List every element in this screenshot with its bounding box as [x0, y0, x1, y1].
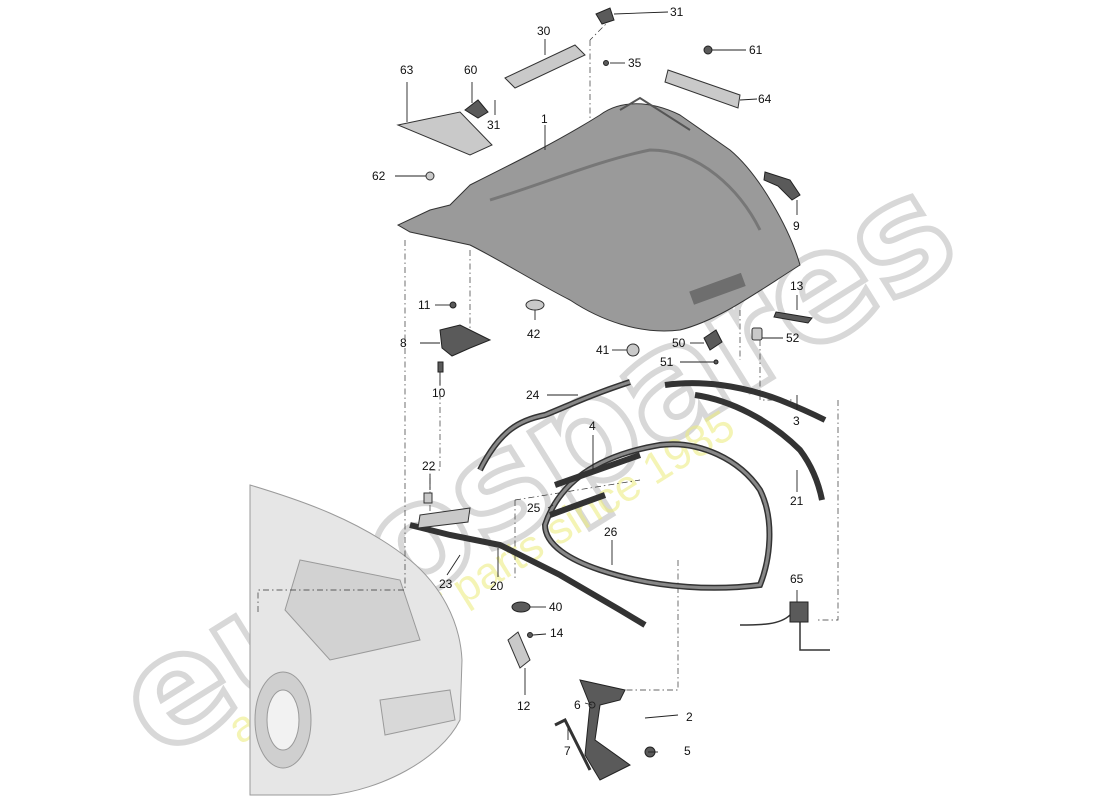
part-50-striker — [703, 329, 723, 351]
callout-42: 42 — [527, 327, 541, 341]
callout-50: 50 — [672, 336, 686, 350]
callout-4: 4 — [589, 419, 596, 433]
part-3-rail — [664, 380, 827, 423]
part-30-strip — [504, 44, 586, 89]
part-23-bracket — [417, 507, 471, 529]
part-9-hinge — [763, 171, 801, 201]
callout-52: 52 — [786, 331, 800, 345]
callout-60: 60 — [464, 63, 478, 77]
callout-10: 10 — [432, 386, 446, 400]
callout-24: 24 — [526, 388, 540, 402]
part-12-bracket — [507, 631, 531, 669]
part-65-harness — [739, 614, 830, 651]
callout-9: 9 — [793, 219, 800, 233]
callout-26: 26 — [604, 525, 618, 539]
trunk-lid-panel — [396, 96, 801, 332]
part-20-seal — [409, 522, 647, 628]
part-11-screw — [449, 301, 457, 309]
callout-6: 6 — [574, 698, 581, 712]
callout-64: 64 — [758, 92, 772, 106]
callout-23: 23 — [439, 577, 453, 591]
part-35-screw — [603, 60, 609, 66]
part-25-strip — [548, 492, 607, 518]
callout-30: 30 — [537, 24, 551, 38]
callout-11: 11 — [418, 298, 431, 312]
part-65-module — [789, 601, 809, 623]
callout-31-top: 31 — [670, 5, 684, 19]
callout-35: 35 — [628, 56, 642, 70]
callout-2: 2 — [686, 710, 693, 724]
part-7-gas-strut — [554, 717, 592, 771]
callout-25: 25 — [527, 501, 541, 515]
part-41-buffer — [626, 343, 640, 357]
part-22-clip — [423, 492, 433, 504]
part-10-bolt — [437, 361, 444, 373]
callout-1: 1 — [541, 112, 548, 126]
leader-lines — [395, 11, 798, 753]
part-13-wire — [773, 311, 813, 324]
callout-41: 41 — [596, 343, 610, 357]
part-51-screw — [713, 359, 719, 365]
callout-7: 7 — [564, 744, 571, 758]
part-21-seal — [694, 392, 825, 501]
part-63-trim — [396, 111, 493, 156]
part-42-cap — [525, 299, 545, 311]
part-64-trim — [664, 69, 741, 109]
part-52-bump-stop — [751, 327, 763, 341]
callout-5: 5 — [684, 744, 691, 758]
callout-14: 14 — [550, 626, 564, 640]
callout-61: 61 — [749, 43, 763, 57]
callout-65: 65 — [790, 572, 804, 586]
callout-51: 51 — [660, 355, 674, 369]
part-61-clip — [703, 45, 713, 55]
callout-12: 12 — [517, 699, 531, 713]
callout-62: 62 — [372, 169, 386, 183]
car-rear-illustration — [249, 484, 463, 796]
callout-13: 13 — [790, 279, 804, 293]
callout-31-side: 31 — [487, 118, 501, 132]
callout-22: 22 — [422, 459, 436, 473]
part-14-screw — [527, 632, 533, 638]
callout-8: 8 — [400, 336, 407, 350]
callout-3: 3 — [793, 414, 800, 428]
part-4-strip — [554, 452, 641, 488]
part-62-plug — [425, 171, 435, 181]
assembly-lines — [257, 17, 839, 691]
part-31-clip — [595, 7, 615, 25]
part-60-bracket — [464, 99, 489, 119]
part-40-plug — [511, 601, 531, 613]
callout-40: 40 — [549, 600, 563, 614]
callout-21: 21 — [790, 494, 804, 508]
callout-labels: 1 2 3 4 5 6 7 8 9 10 11 12 13 14 20 21 2… — [372, 5, 804, 758]
callout-63: 63 — [400, 63, 414, 77]
part-8-lock — [439, 324, 492, 357]
callout-20: 20 — [490, 579, 504, 593]
